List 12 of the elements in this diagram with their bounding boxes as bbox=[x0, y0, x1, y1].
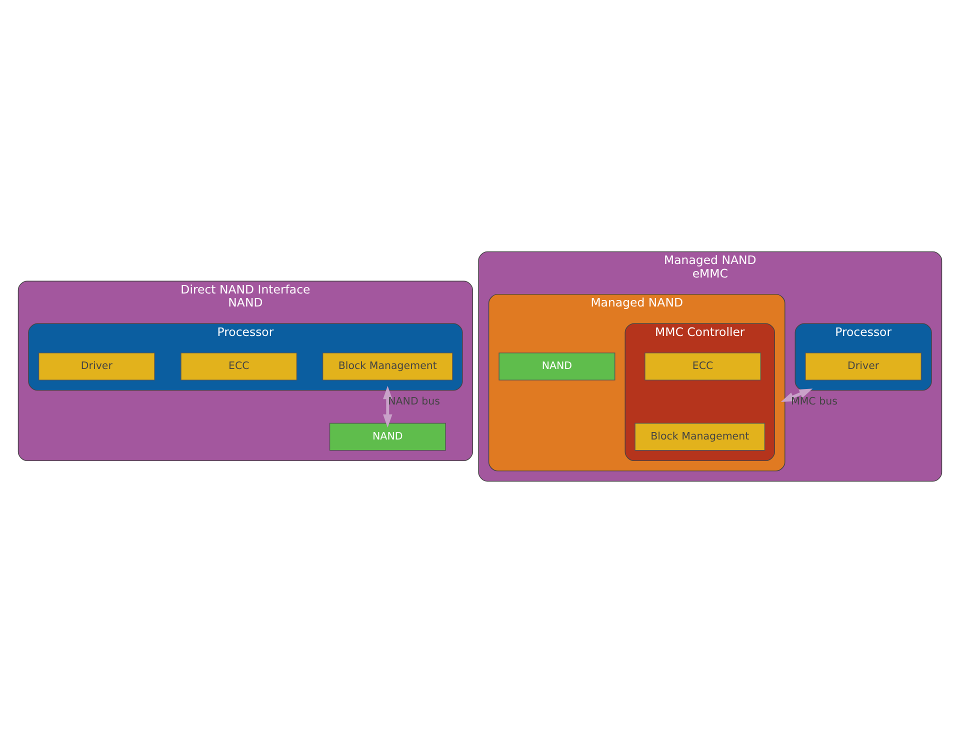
arrow bbox=[383, 386, 392, 428]
node-box: NAND bbox=[498, 352, 616, 380]
node-box: ECC bbox=[180, 352, 298, 380]
edge-label: MMC bus bbox=[790, 395, 838, 408]
edge-label: NAND bus bbox=[388, 395, 440, 408]
node-box: Driver bbox=[805, 352, 922, 380]
node-box: NAND bbox=[329, 422, 446, 451]
arrow bbox=[780, 388, 813, 402]
node-box: Block Management bbox=[634, 422, 766, 451]
node-box: Driver bbox=[38, 352, 155, 380]
node-box: Block Management bbox=[322, 352, 453, 380]
node-box: ECC bbox=[644, 352, 762, 380]
